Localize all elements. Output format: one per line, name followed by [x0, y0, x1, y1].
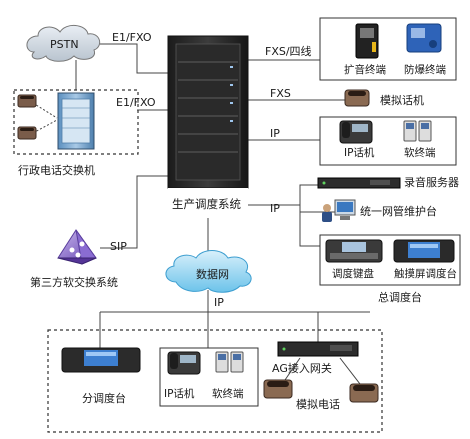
ip-phone-label: IP话机 — [344, 147, 375, 159]
link-label-ip: IP — [270, 127, 280, 140]
desk-phone-icon — [17, 94, 37, 108]
link-label-ip: IP — [270, 202, 280, 215]
recording-server-label: 录音服务器 — [404, 176, 459, 189]
data-network-cloud — [165, 250, 252, 293]
main-console-group — [319, 234, 461, 286]
server-rack-icon — [57, 92, 95, 150]
dispatch-keyboard-icon — [325, 239, 383, 263]
softphone-icon — [403, 120, 432, 142]
sub-console-icon — [61, 347, 141, 373]
link-label-sip: SIP — [110, 240, 127, 253]
expansion-terminal-label: 扩音终端 — [344, 64, 386, 76]
link-ip-bus — [248, 184, 318, 206]
third-party-softswitch-label: 第三方软交换系统 — [30, 276, 118, 289]
admin-pbx-label: 行政电话交换机 — [18, 164, 95, 177]
analog-phone-label: 模拟话机 — [380, 94, 424, 107]
explosion-proof-phone-icon — [406, 23, 442, 53]
desk-phone-icon — [17, 126, 37, 140]
ip-phone-icon — [339, 120, 373, 144]
analog-phone-label: 模拟电话 — [296, 398, 340, 411]
sub-console-label: 分调度台 — [82, 392, 126, 405]
link-pstn-core — [100, 43, 168, 74]
pstn-label: PSTN — [50, 38, 79, 51]
desk-phone-icon — [263, 379, 293, 399]
admin-pbx-group — [13, 89, 139, 155]
touchscreen-console-icon — [393, 239, 455, 263]
ag-gateway-icon — [277, 341, 359, 357]
speaker-terminal-icon — [355, 23, 379, 59]
link-sip-core — [100, 175, 168, 249]
core-system-label: 生产调度系统 — [172, 197, 241, 211]
core-rack — [167, 35, 249, 218]
data-network-label: 数据网 — [196, 268, 229, 281]
ip-terminal-group — [319, 116, 457, 166]
link-label-fxs-four-wire: FXS/四线 — [265, 45, 312, 58]
softphone-label: 软终端 — [404, 147, 436, 159]
softswitch-pyramid-icon — [57, 229, 97, 265]
link-label-ip: IP — [214, 296, 224, 309]
pstn-cloud — [26, 25, 101, 62]
link-ip-main-console — [299, 212, 320, 247]
link-label-e1fxo: E1/FXO — [116, 96, 156, 109]
touchscreen-console-label: 触摸屏调度台 — [394, 268, 457, 280]
softphone-label: 软终端 — [212, 388, 244, 400]
link-label-e1fxo: E1/FXO — [112, 31, 152, 44]
desk-phone-icon — [349, 383, 379, 403]
ip-phone-label: IP话机 — [164, 388, 195, 400]
desk-phone-icon — [344, 89, 370, 107]
broadcast-terminal-group — [319, 17, 457, 81]
explosion-proof-terminal-label: 防爆终端 — [404, 64, 446, 76]
softphone-icon — [215, 351, 244, 373]
ag-gateway-label: AG接入网关 — [272, 362, 332, 375]
recording-server-icon — [317, 177, 401, 189]
remote-site-group — [47, 329, 383, 433]
dispatch-keyboard-label: 调度键盘 — [332, 268, 374, 280]
ip-phone-icon — [167, 351, 201, 375]
main-console-label: 总调度台 — [378, 291, 422, 304]
link-label-fxs: FXS — [270, 87, 291, 100]
unified-management-label: 统一网管维护台 — [360, 205, 437, 218]
connection-lines — [32, 43, 370, 385]
workstation-icon — [322, 199, 356, 222]
